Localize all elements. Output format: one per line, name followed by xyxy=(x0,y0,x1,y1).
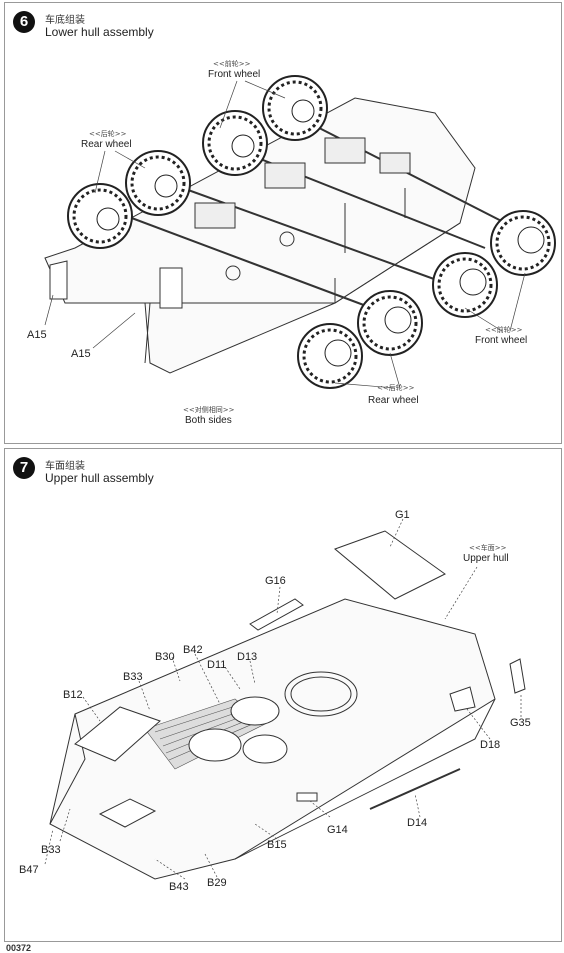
callout-upper-hull: Upper hull xyxy=(463,553,509,564)
turret-ring xyxy=(284,671,358,717)
callout-cn: <<后轮>> xyxy=(377,384,415,392)
part-label-b15: B15 xyxy=(267,839,287,851)
part-label-b30: B30 xyxy=(155,651,175,663)
callout-rear-wheel: Rear wheel xyxy=(368,395,419,406)
part-label-a15: A15 xyxy=(27,329,47,341)
part-label-d14: D14 xyxy=(407,817,428,829)
part-label-b43: B43 xyxy=(169,881,189,893)
step-6-panel: 6 车底组装 Lower hull assembly xyxy=(4,2,562,444)
callout-cn: <<前轮>> xyxy=(485,326,523,334)
front-wheel-left-1 xyxy=(202,110,268,176)
rear-wheel-right-2 xyxy=(357,290,423,356)
step-title-cn: 车底组装 xyxy=(45,15,85,26)
callout-cn: <<车面>> xyxy=(469,544,507,552)
front-wheel-right-2 xyxy=(490,210,556,276)
step-title-en: Lower hull assembly xyxy=(45,25,154,39)
part-label-b33: B33 xyxy=(123,671,143,683)
wheels xyxy=(67,75,556,389)
part-label-a15: A15 xyxy=(71,348,91,360)
part-label-g1: G1 xyxy=(395,509,410,521)
callout-front-wheel: Front wheel xyxy=(475,335,528,346)
part-label-d11: D11 xyxy=(207,659,227,671)
part-label-b12: B12 xyxy=(63,689,83,701)
part-label-g16: G16 xyxy=(265,575,286,587)
front-wheel-left-2 xyxy=(262,75,328,141)
part-label-b42: B42 xyxy=(183,644,203,656)
callout-both-sides: Both sides xyxy=(185,415,232,426)
part-label-b33: B33 xyxy=(41,844,61,856)
callout-front-wheel: Front wheel xyxy=(208,69,261,80)
rear-wheel-left-2 xyxy=(125,150,191,216)
step-title-cn: 车面组装 xyxy=(45,461,85,472)
rear-wheel-left-1 xyxy=(67,183,133,249)
step-number-badge: 6 xyxy=(13,11,35,33)
front-wheel-right-1 xyxy=(432,252,498,318)
part-label-d18: D18 xyxy=(480,739,501,751)
part-label-d13: D13 xyxy=(237,651,258,663)
callout-rear-wheel: Rear wheel xyxy=(81,139,132,150)
rod-d14 xyxy=(369,768,461,810)
part-label-b29: B29 xyxy=(207,877,227,889)
step-title-en: Upper hull assembly xyxy=(45,471,154,485)
rear-wheel-right-1 xyxy=(297,323,363,389)
callout-cn: <<前轮>> xyxy=(213,60,251,68)
part-label-g35: G35 xyxy=(510,717,531,729)
hatch-plate-g1 xyxy=(334,530,446,600)
page-footer-code: 00372 xyxy=(6,943,32,953)
part-label-b47: B47 xyxy=(19,864,39,876)
callout-cn: <<对侧相同>> xyxy=(183,406,235,414)
step-number-badge: 7 xyxy=(13,457,35,479)
step-7-panel: 7 车面组装 Upper hull assembly xyxy=(4,448,562,942)
lower-hull-drawing xyxy=(44,75,556,389)
part-label-g14: G14 xyxy=(327,824,348,836)
callout-cn: <<后轮>> xyxy=(89,130,127,138)
upper-hull-drawing xyxy=(44,518,526,880)
